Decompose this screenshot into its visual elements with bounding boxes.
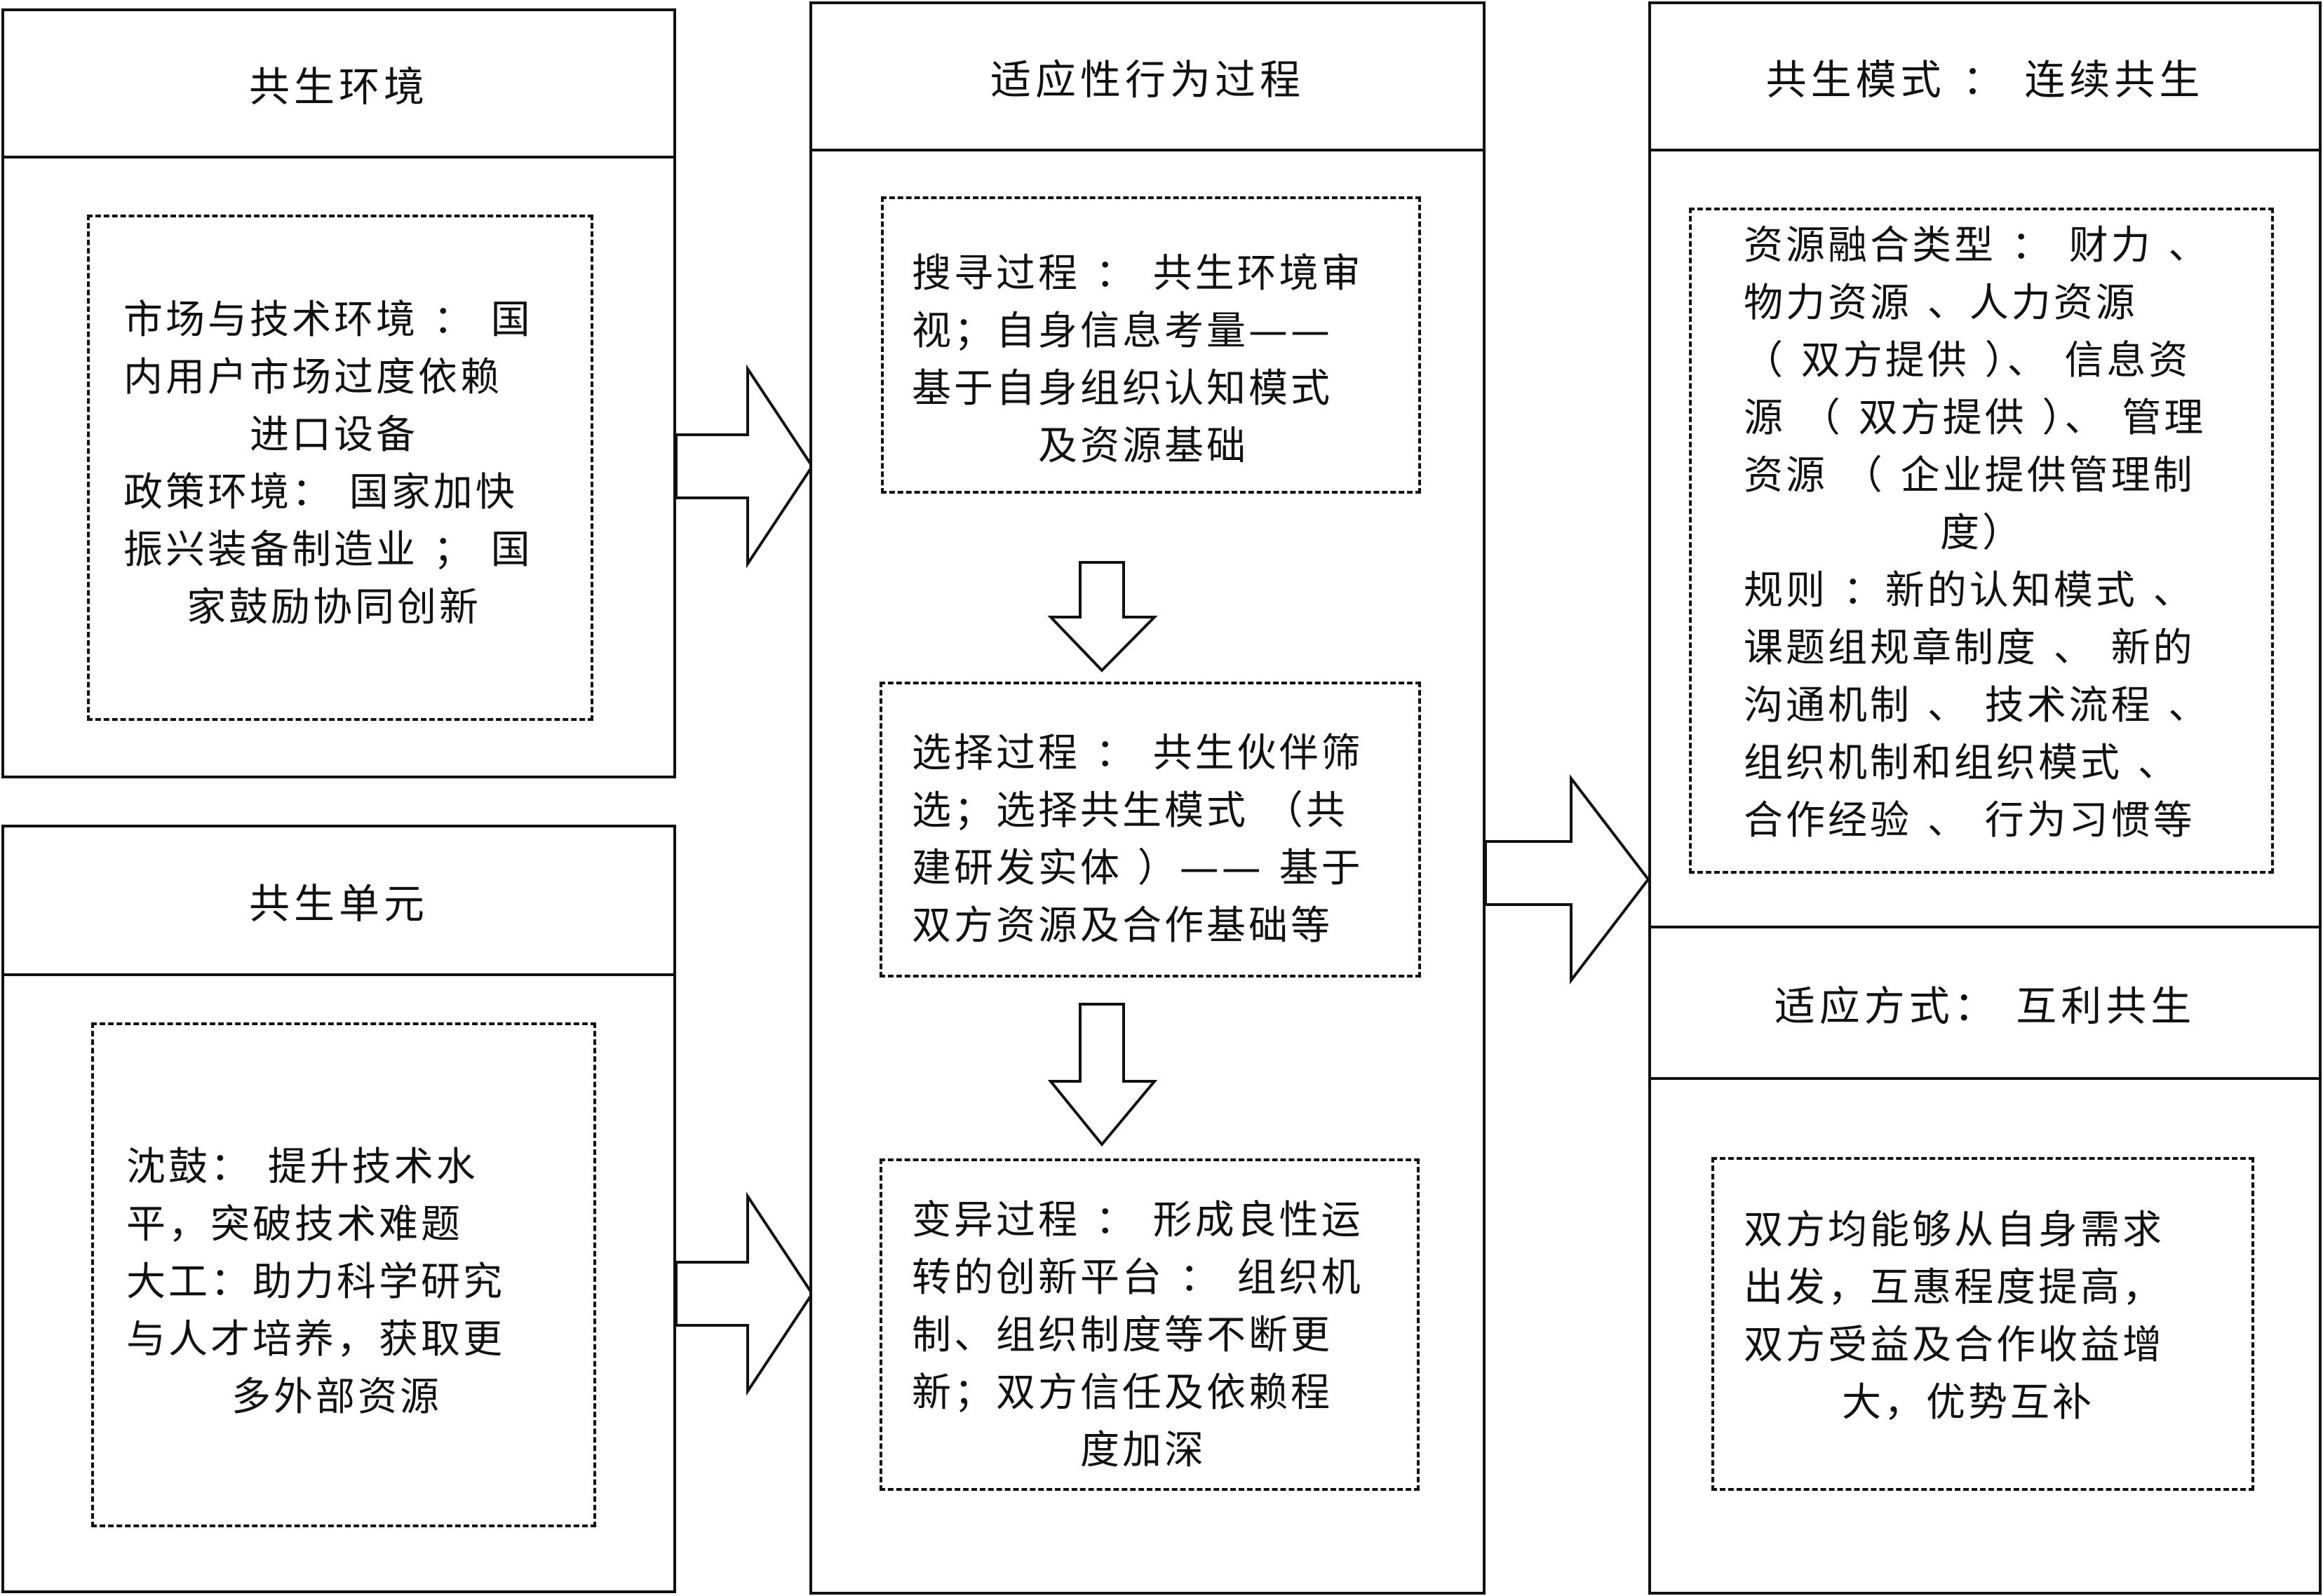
environment-line: 内用户市场过度依赖 — [123, 355, 502, 400]
search-line: 视；自身信息考量—— — [912, 309, 1333, 354]
mode-line: 度） — [1940, 510, 2024, 556]
variation-line: 度加深 — [1080, 1428, 1206, 1473]
adapt-content-box — [1711, 1157, 2254, 1491]
unit-line: 大工：助力科学研究 — [126, 1259, 505, 1305]
mode-divider — [1648, 149, 2322, 151]
unit-title: 共生单元 — [248, 880, 429, 928]
variation-line: 变异过程 ： 形成良性运 — [912, 1198, 1364, 1243]
adapt-bottom-divider — [1648, 1077, 2322, 1080]
mode-line: 沟通机制 、 技术流程 、 — [1744, 683, 2211, 729]
search-process-text: 搜寻过程 ： 共生环境审 视；自身信息考量—— 基于自身组织认知模式 及资源基础 — [912, 245, 1403, 475]
environment-content-box — [87, 215, 593, 721]
arrow-right-icon — [675, 364, 814, 569]
process-divider — [809, 149, 1486, 151]
unit-line: 多外部资源 — [231, 1374, 442, 1420]
mode-line: 规则 ：新的认知模式 、 — [1744, 568, 2195, 614]
unit-text: 沈鼓： 提升技术水 平，突破技术难题 大工：助力科学研究 与人才培养，获取更 多… — [126, 1139, 575, 1426]
unit-line: 沈鼓： 提升技术水 — [126, 1144, 478, 1190]
variation-process-box — [880, 1158, 1420, 1491]
search-line: 及资源基础 — [1038, 424, 1248, 469]
variation-process-text: 变异过程 ： 形成良性运 转的创新平台 ： 组织机 制、组织制度等不断更 新；双… — [912, 1192, 1403, 1480]
adapt-title: 适应方式： 互利共生 — [1774, 982, 2196, 1030]
select-line: 选择过程 ： 共生伙伴筛 — [912, 731, 1364, 776]
search-process-box — [881, 196, 1421, 494]
mode-line: 课题组规章制度 、 新的 — [1744, 625, 2195, 671]
select-process-box — [880, 682, 1421, 978]
environment-line: 政策环境： 国家加快 — [123, 470, 518, 515]
search-line: 基于自身组织认知模式 — [912, 366, 1333, 412]
arrow-right-icon — [675, 1191, 814, 1396]
process-title: 适应性行为过程 — [990, 56, 1305, 104]
select-line: 双方资源及合作基础等 — [912, 903, 1333, 949]
unit-line: 与人才培养，获取更 — [126, 1317, 505, 1362]
adapt-line: 出发，互惠程度提高， — [1744, 1265, 2164, 1311]
mode-line: 资源 （ 企业提供管理制 — [1744, 453, 2195, 499]
mode-line: 资源融合类型 ： 财力 、 — [1744, 223, 2211, 269]
unit-line: 平，突破技术难题 — [126, 1202, 463, 1247]
environment-title: 共生环境 — [248, 63, 429, 111]
adapt-text: 双方均能够从自身需求 出发，互惠程度提高， 双方受益及合作收益增 大，优势互补 — [1744, 1202, 2235, 1432]
environment-line: 振兴装备制造业 ； 国 — [123, 527, 533, 573]
mode-content-box — [1689, 208, 2274, 874]
mode-line: 组织机制和组织模式 、 — [1744, 740, 2180, 786]
arrow-down-icon — [1047, 561, 1158, 672]
mode-line: （ 双方提供 ）、 信息资 — [1744, 338, 2191, 384]
mode-line: 源 （ 双方提供 ）、 管理 — [1744, 395, 2207, 441]
environment-divider — [1, 156, 676, 158]
adapt-line: 双方受益及合作收益增 — [1744, 1323, 2164, 1368]
mode-title: 共生模式 ： 连续共生 — [1765, 56, 2204, 104]
adapt-line: 大，优势互补 — [1842, 1380, 2094, 1426]
unit-content-box — [91, 1022, 596, 1527]
variation-line: 新；双方信任及依赖程 — [912, 1370, 1333, 1416]
unit-divider — [1, 973, 676, 976]
environment-text: 市场与技术环境 ： 国 内用户市场过度依赖 进口设备 政策环境： 国家加快 振兴… — [123, 292, 572, 637]
adapt-top-divider — [1648, 926, 2322, 928]
search-line: 搜寻过程 ： 共生环境审 — [912, 251, 1364, 297]
select-line: 建研发实体 ）—— 基于 — [912, 846, 1364, 891]
arrow-down-icon — [1047, 1003, 1158, 1147]
mode-text: 资源融合类型 ： 财力 、 物力资源 、人力资源 （ 双方提供 ）、 信息资 源… — [1744, 217, 2249, 850]
environment-line: 家鼓励协同创新 — [187, 585, 481, 630]
variation-line: 转的创新平台 ： 组织机 — [912, 1255, 1364, 1301]
variation-line: 制、组织制度等不断更 — [912, 1313, 1333, 1358]
select-process-text: 选择过程 ： 共生伙伴筛 选；选择共生模式 （共 建研发实体 ）—— 基于 双方… — [912, 725, 1403, 955]
mode-line: 物力资源 、人力资源 — [1744, 280, 2138, 326]
adapt-line: 双方均能够从自身需求 — [1744, 1208, 2164, 1253]
environment-line: 进口设备 — [250, 412, 418, 458]
select-line: 选；选择共生模式 （共 — [912, 788, 1348, 834]
environment-line: 市场与技术环境 ： 国 — [123, 297, 533, 343]
arrow-right-icon — [1484, 774, 1650, 985]
mode-line: 合作经验 、 行为习惯等 — [1744, 798, 2195, 844]
